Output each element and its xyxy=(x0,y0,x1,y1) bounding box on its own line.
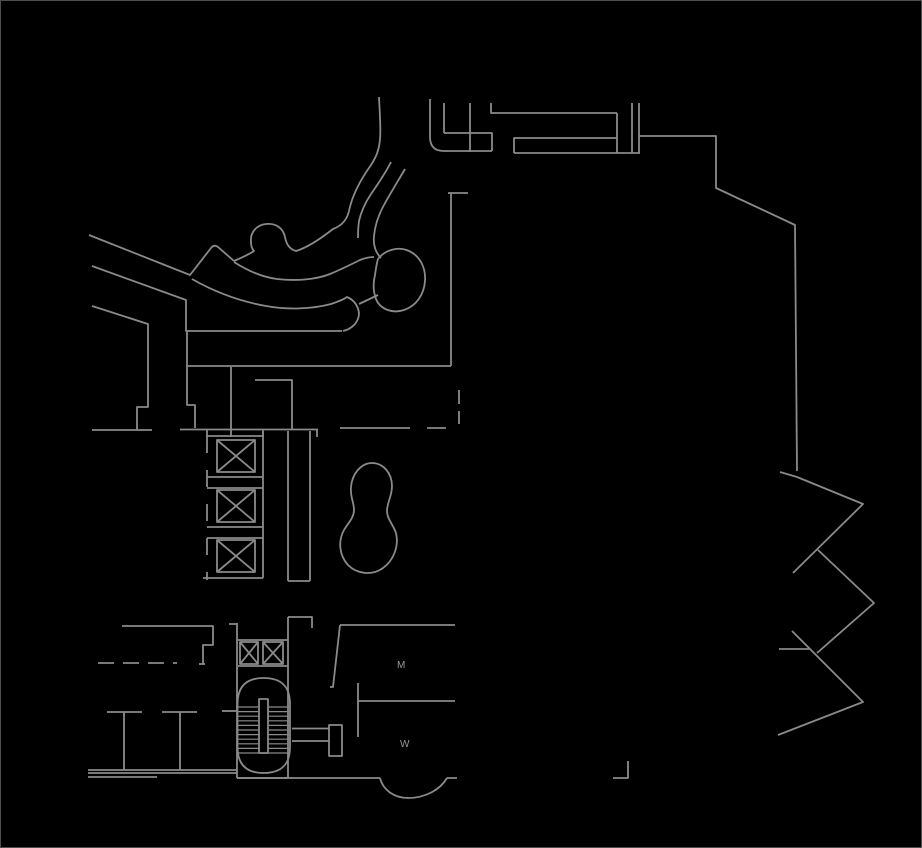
lobby-east-wall xyxy=(448,192,468,366)
dashed-reference-lines xyxy=(340,390,460,429)
ribbon-lower-wave xyxy=(191,278,360,332)
ribbon-peak xyxy=(88,234,235,276)
double-column-wall xyxy=(631,103,640,153)
lobby-partition-2 xyxy=(255,379,293,429)
ribbon-mid-wave xyxy=(233,256,375,281)
elevator-cab-2 xyxy=(216,489,256,523)
elevator-shaft-dividers xyxy=(207,435,263,539)
wall-step xyxy=(186,331,196,428)
site-wall-lower xyxy=(91,305,149,430)
double-shaft-wall xyxy=(287,431,311,582)
ramp-middle-curve xyxy=(357,161,392,239)
plan-linework xyxy=(88,96,875,799)
corridor xyxy=(292,724,343,757)
door-jamb xyxy=(328,724,343,757)
stair-stringer xyxy=(258,698,269,754)
perimeter-east-run xyxy=(639,135,798,472)
stair-shaft-east-wall xyxy=(287,616,313,778)
zigzag-seg-1 xyxy=(792,476,864,574)
zigzag-seg-2 xyxy=(816,549,875,654)
landscape-ribbon xyxy=(88,234,426,332)
entry-arc xyxy=(379,777,448,799)
elevator-bank xyxy=(203,431,311,582)
restroom-slanted-wall xyxy=(330,624,341,688)
restrooms xyxy=(237,624,457,799)
t-column-2 xyxy=(162,711,197,770)
ribbon-end-blob xyxy=(372,247,426,313)
canopy-top-band xyxy=(490,103,617,114)
south-wall-double xyxy=(88,769,237,778)
lower-left-rooms xyxy=(88,625,237,778)
corridor-walls xyxy=(292,727,329,742)
corner-bracket xyxy=(613,761,629,779)
canopy-slab-top xyxy=(513,137,617,153)
zigzag-seg-3 xyxy=(777,630,864,736)
ramp-outer-curve xyxy=(233,96,382,262)
service-elevators xyxy=(238,639,288,667)
zigzag-approach xyxy=(779,471,798,478)
ramp-curves xyxy=(233,96,406,262)
stair-capsule xyxy=(236,677,291,774)
entry-canopy-walls xyxy=(429,99,640,154)
elevator-cab-3 xyxy=(216,539,256,573)
lobby-walls xyxy=(180,192,468,437)
restroom-men-label: M xyxy=(397,660,405,671)
t-column-1 xyxy=(107,711,142,770)
restroom-women-label: W xyxy=(400,739,410,750)
elevator-cab-1 xyxy=(216,439,256,473)
canopy-corner-wall xyxy=(429,99,492,152)
east-perimeter-wall xyxy=(639,135,875,736)
canopy-notch xyxy=(444,132,493,151)
site-wall-upper xyxy=(91,265,342,332)
room-wall-stepped xyxy=(122,625,214,664)
ramp-inner-curve xyxy=(372,168,406,259)
planter-peanut xyxy=(339,462,398,574)
west-site-walls xyxy=(91,265,342,431)
